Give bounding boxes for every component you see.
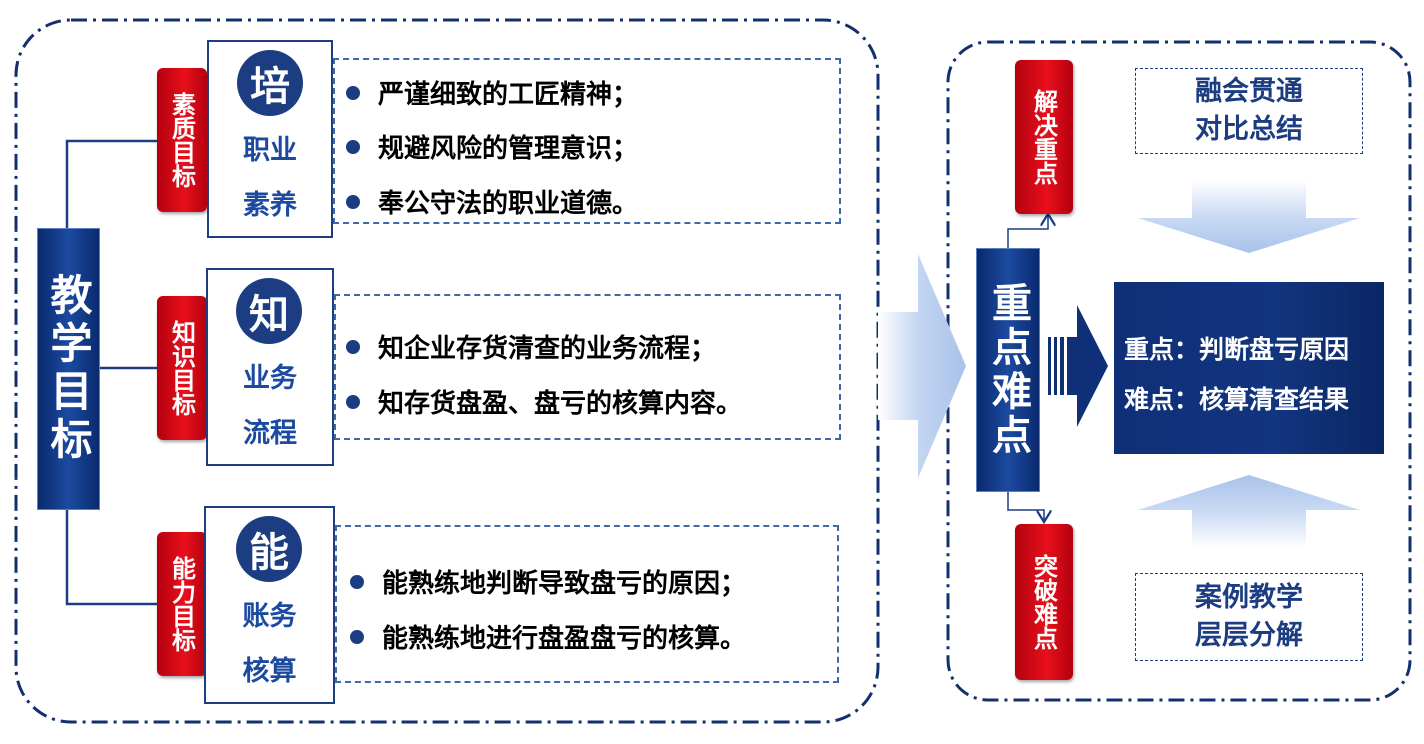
bullet-item: 严谨细致的工匠精神； — [346, 74, 638, 111]
bullet-dot — [346, 85, 360, 100]
category-box-quality: 培 职业 素养 — [207, 40, 333, 238]
tree-connector-top — [65, 139, 157, 228]
tree-connector-bottom — [65, 508, 157, 606]
method-line: 融会贯通 — [1195, 76, 1303, 107]
tag-break-difficulty: 突破难点 — [1015, 524, 1073, 680]
teaching-goals-label: 教学目标 — [37, 228, 100, 510]
subtitle-line: 账务 — [242, 601, 297, 632]
tag-solve-key-point: 解决重点 — [1015, 60, 1073, 214]
subtitle-line: 流程 — [243, 418, 297, 449]
bullet-item: 奉公守法的职业道德。 — [346, 183, 638, 220]
subtitle-line: 核算 — [242, 656, 297, 687]
tag-quality-goal: 素质目标 — [157, 68, 207, 212]
method-line: 案例教学 — [1195, 582, 1303, 613]
circle-char-zhi: 知 — [236, 278, 302, 344]
bullet-text: 知存货盘盈、盘亏的核算内容。 — [378, 389, 743, 419]
difficulty-line: 难点：核算清查结果 — [1124, 385, 1350, 414]
category-box-knowledge: 知 业务 流程 — [206, 268, 334, 466]
bullet-text: 奉公守法的职业道德。 — [378, 189, 639, 219]
circle-char-neng: 能 — [236, 516, 302, 582]
big-right-arrow — [878, 254, 966, 478]
bullet-item: 能熟练地进行盘盈盘亏的核算。 — [350, 618, 746, 655]
bullet-item: 知存货盘盈、盘亏的核算内容。 — [346, 383, 742, 420]
striped-arrow — [1048, 305, 1108, 427]
circle-char-pei: 培 — [237, 50, 303, 116]
bullet-dot — [350, 629, 364, 644]
method-line: 对比总结 — [1195, 114, 1303, 145]
bullet-dot — [346, 394, 360, 409]
bullet-text: 能熟练地进行盘盈盘亏的核算。 — [382, 624, 747, 654]
bullet-text: 规避风险的管理意识； — [378, 134, 639, 164]
up-arrow — [1138, 475, 1360, 548]
bullet-text: 能熟练地判断导致盘亏的原因； — [382, 569, 747, 599]
bullet-dot — [346, 339, 360, 354]
method-box-top: 融会贯通 对比总结 — [1135, 68, 1363, 154]
tag-knowledge-goal: 知识目标 — [157, 296, 207, 440]
bullet-box-ability — [335, 525, 839, 683]
bullet-text: 严谨细致的工匠精神； — [378, 80, 639, 110]
key-difficulty-box: 重点：判断盘亏原因 难点：核算清查结果 — [1114, 282, 1384, 454]
left-container — [14, 18, 880, 724]
bullet-item: 规避风险的管理意识； — [346, 128, 638, 165]
down-arrow — [1138, 180, 1360, 253]
bullet-dot — [346, 194, 360, 209]
bullet-box-quality — [333, 58, 841, 224]
bullet-dot — [346, 139, 360, 154]
category-box-ability: 能 账务 核算 — [204, 506, 335, 704]
bullet-box-knowledge — [334, 294, 841, 440]
bullet-item: 知企业存货清查的业务流程； — [346, 328, 716, 365]
method-box-bottom: 案例教学 层层分解 — [1135, 573, 1363, 661]
key-point-line: 重点：判断盘亏原因 — [1124, 335, 1350, 364]
bullet-item: 能熟练地判断导致盘亏的原因； — [350, 563, 746, 600]
right-container — [946, 40, 1412, 702]
solve-arrow — [1007, 214, 1048, 248]
tag-ability-goal: 能力目标 — [157, 532, 207, 676]
bullet-text: 知企业存货清查的业务流程； — [378, 334, 717, 364]
break-arrow — [1007, 490, 1044, 522]
bullet-dot — [350, 574, 364, 589]
subtitle-line: 职业 — [243, 135, 297, 166]
method-line: 层层分解 — [1195, 620, 1303, 651]
subtitle-line: 素养 — [243, 190, 297, 221]
subtitle-line: 业务 — [243, 363, 297, 394]
key-points-label: 重点难点 — [976, 248, 1040, 492]
